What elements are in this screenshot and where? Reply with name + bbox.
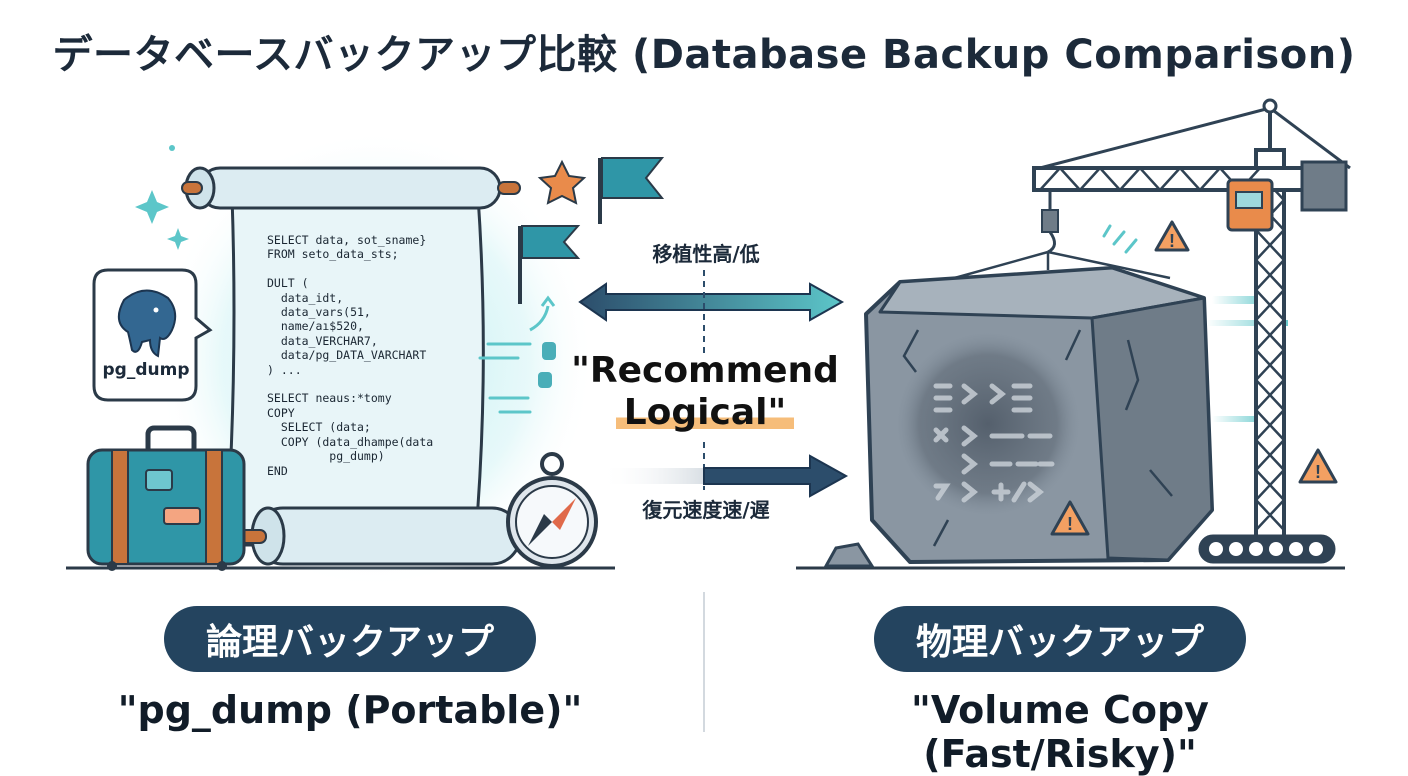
- sparkle-icon: [135, 145, 189, 250]
- recommendation-line-2: Logical": [615, 392, 795, 433]
- database-icon: [538, 342, 556, 388]
- portability-label: 移植性高/低: [652, 242, 760, 266]
- portability-arrow: [578, 282, 845, 322]
- pg-dump-tool-label: pg_dump: [102, 360, 190, 380]
- section-divider: [703, 592, 705, 732]
- svg-text:!: !: [1067, 514, 1073, 534]
- logical-backup-badge: 論理バックアップ: [164, 606, 536, 672]
- flag-icon: [518, 157, 665, 304]
- svg-text:!: !: [1315, 462, 1321, 482]
- warning-icon: !: [1154, 220, 1190, 252]
- logical-backup-caption: "pg_dump (Portable)": [117, 688, 583, 732]
- restore-speed-label: 復元速度速/遅: [642, 498, 770, 522]
- physical-backup-badge: 物理バックアップ: [874, 606, 1246, 672]
- rock-block-icon: [864, 266, 1214, 564]
- warning-icon: !: [1298, 448, 1338, 484]
- recommendation-line-1: "Recommend: [571, 350, 839, 391]
- svg-text:!: !: [1169, 231, 1175, 251]
- page-title: データベースバックアップ比較 (Database Backup Comparis…: [52, 32, 1356, 78]
- recommendation-text: "Recommend Logical": [560, 350, 850, 434]
- star-icon: [537, 159, 587, 205]
- restore-speed-arrow: [600, 454, 849, 498]
- postgres-elephant-icon: [117, 289, 177, 358]
- warning-icon: !: [1050, 500, 1090, 536]
- suitcase-icon: [86, 425, 246, 571]
- compass-icon: [506, 452, 598, 568]
- sql-code-block: SELECT data, sot_sname} FROM seto_data_s…: [267, 233, 434, 478]
- physical-backup-caption: "Volume Copy (Fast/Risky)": [911, 688, 1209, 776]
- crane-icon: [1032, 98, 1351, 564]
- scroll-icon: [181, 166, 522, 566]
